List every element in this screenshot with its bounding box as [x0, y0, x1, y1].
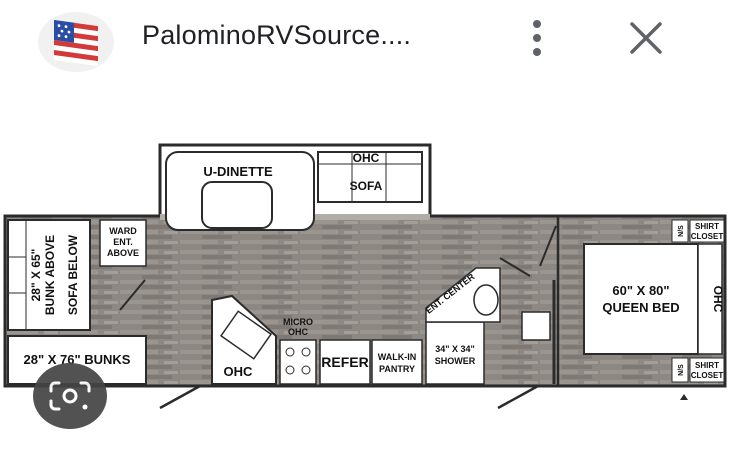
- micro-label-2: OHC: [288, 327, 309, 337]
- bunk-sofa: [7, 219, 91, 331]
- closet-bottom-label-1: SHIRT: [695, 361, 719, 370]
- site-favicon: [38, 12, 114, 72]
- ohc-bed: [697, 243, 723, 355]
- sofa-label: SOFA: [350, 179, 383, 193]
- rear-door: [497, 384, 539, 410]
- pantry-label-2: PANTRY: [379, 364, 415, 374]
- bunk-size-label: 28" X 65": [29, 249, 43, 302]
- nightstand-top: [671, 219, 689, 243]
- bunks-label: 28" X 76" BUNKS: [24, 352, 131, 367]
- refer-label: REFER: [321, 354, 368, 370]
- more-vert-icon[interactable]: [522, 18, 552, 58]
- ohc-kitchen-label: OHC: [224, 364, 254, 379]
- us-flag-icon: [38, 12, 114, 72]
- floorplan-drawing: U-DINETTE OHC SOFA WARD ENT. ABOVE 28" X…: [3, 143, 727, 410]
- entry-door: [159, 384, 201, 410]
- bath-sink: [521, 311, 551, 341]
- close-button[interactable]: [620, 18, 670, 62]
- ns-top-label: N/S: [678, 225, 685, 237]
- shirt-closet-top: [689, 219, 725, 243]
- bed-size-label: 60" X 80": [612, 283, 669, 298]
- queen-bed-label: QUEEN BED: [602, 300, 679, 315]
- google-lens-icon: [49, 381, 91, 411]
- shower-label-1: 34" X 34": [435, 344, 475, 354]
- floorplan-image: U-DINETTE OHC SOFA WARD ENT. ABOVE 28" X…: [0, 140, 731, 415]
- shower-label-2: SHOWER: [435, 356, 476, 366]
- toilet: [473, 284, 499, 316]
- ward-label-1: WARD: [109, 226, 137, 236]
- wardrobe: [99, 219, 147, 267]
- closet-top-label-2: CLOSET: [691, 232, 724, 241]
- site-title[interactable]: PalominoRVSource....: [142, 20, 412, 50]
- sofa-below-label: SOFA BELOW: [66, 234, 80, 315]
- google-lens-button[interactable]: [33, 363, 107, 429]
- ohc-top-label: OHC: [353, 151, 380, 165]
- stove: [279, 339, 317, 385]
- nightstand-bottom: [671, 357, 689, 383]
- ward-label-3: ABOVE: [107, 248, 139, 258]
- ns-bottom-label: N/S: [678, 364, 685, 376]
- dinette-table: [201, 181, 273, 229]
- shirt-closet-bottom: [689, 357, 725, 383]
- ward-label-2: ENT.: [113, 237, 133, 247]
- pantry-label-1: WALK-IN: [378, 352, 417, 362]
- closet-top-label-1: SHIRT: [695, 222, 719, 231]
- kitchen-sink: [219, 310, 273, 360]
- micro-label-1: MICRO: [283, 317, 313, 327]
- refrigerator: [319, 339, 371, 385]
- bunk-above-label: BUNK ABOVE: [43, 235, 57, 315]
- ohc-bed-label: OHC: [711, 286, 725, 313]
- close-icon: [630, 22, 662, 54]
- closet-bottom-label-2: CLOSET: [691, 371, 724, 380]
- shower: [425, 321, 485, 385]
- u-dinette-label: U-DINETTE: [203, 164, 273, 179]
- pantry: [371, 339, 423, 385]
- queen-bed: [583, 243, 699, 355]
- sofa: [317, 151, 423, 203]
- browser-header: PalominoRVSource....: [0, 0, 731, 80]
